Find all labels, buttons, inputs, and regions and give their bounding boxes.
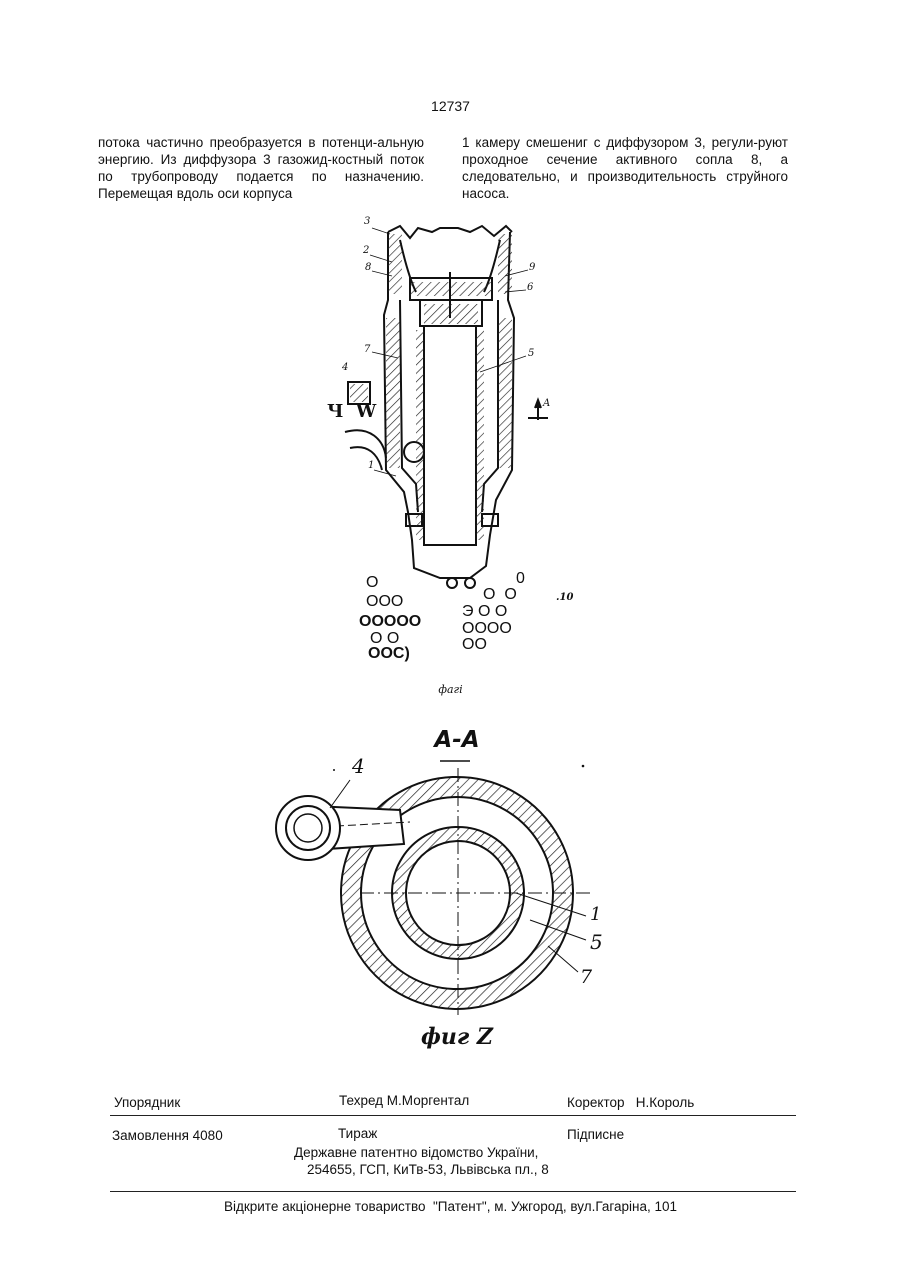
footer-compiler: Упорядник [114, 1095, 180, 1110]
fig2-label-1: 1 [590, 904, 601, 925]
footer-office-line-1: Державне патентно відомство України, [294, 1145, 538, 1160]
footer-rule-top [110, 1115, 796, 1116]
footer-circulation: Тираж [338, 1126, 377, 1141]
footer-order: Замовлення 4080 [112, 1128, 223, 1143]
footer-corrector: Коректор Н.Король [567, 1095, 694, 1110]
fig2-label-7: 7 [580, 966, 592, 988]
fig2-label-5: 5 [590, 930, 603, 954]
footer-rule-bottom [110, 1191, 796, 1192]
footer-publisher: Відкрите акціонерне товариство "Патент",… [0, 1199, 901, 1214]
footer-tech-editor: Техред М.Моргентал [339, 1093, 469, 1108]
footer-office-line-2: 254655, ГСП, КиТв-53, Львівська пл., 8 [307, 1162, 549, 1177]
fig2-label-4: 4 [352, 754, 365, 778]
figure-2-caption: фиг Z [0, 1024, 901, 1050]
footer-subscription: Підписне [567, 1127, 624, 1142]
